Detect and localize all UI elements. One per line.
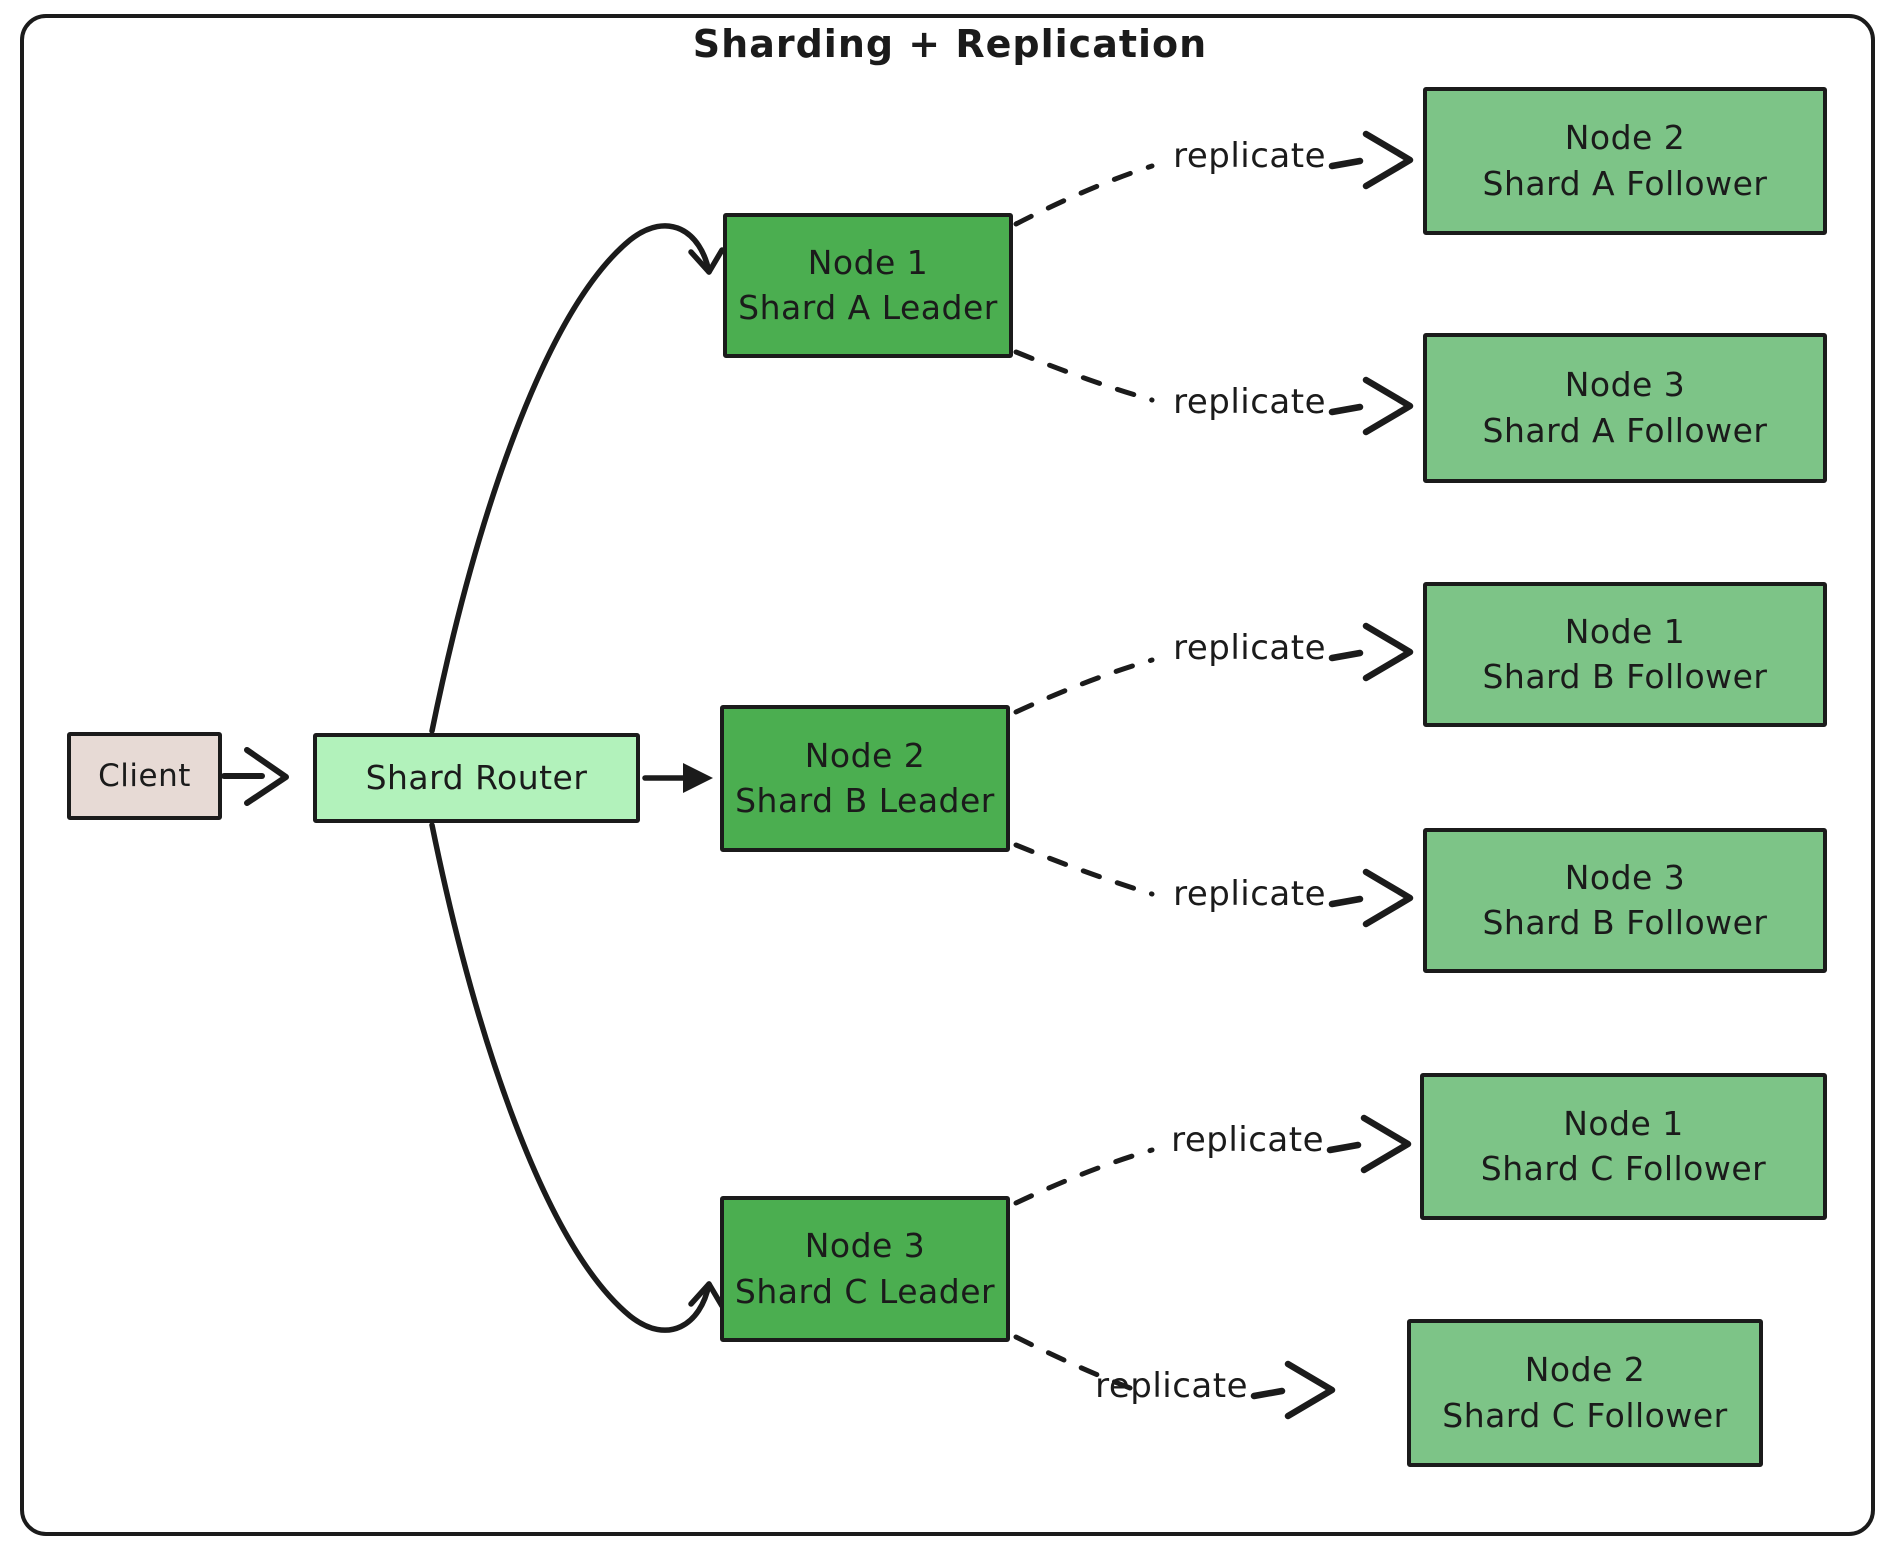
replicate-label: replicate bbox=[1173, 874, 1326, 914]
replicate-dashed-links bbox=[1013, 163, 1155, 1391]
chevron-arrow-icon bbox=[1328, 868, 1414, 928]
node-line2: Shard A Follower bbox=[1482, 410, 1768, 450]
leader-node-shard-a: Node 1 Shard A Leader bbox=[723, 213, 1013, 358]
replicate-label: replicate bbox=[1173, 136, 1326, 176]
node-line1: Node 1 bbox=[807, 242, 929, 282]
follower-node-shard-c-1: Node 1 Shard C Follower bbox=[1420, 1073, 1827, 1220]
chevron-arrow-icon bbox=[1328, 130, 1414, 190]
node-line2: Shard A Leader bbox=[738, 288, 998, 327]
leader-node-shard-c: Node 3 Shard C Leader bbox=[720, 1196, 1010, 1342]
node-line1: Node 1 bbox=[1563, 1103, 1684, 1143]
replicate-label: replicate bbox=[1171, 1120, 1324, 1160]
node-label: Client bbox=[98, 757, 191, 794]
dashed-link-a2 bbox=[1013, 349, 1155, 403]
node-line1: Node 3 bbox=[1564, 365, 1686, 405]
follower-node-shard-c-2: Node 2 Shard C Follower bbox=[1407, 1319, 1763, 1467]
node-line1: Node 2 bbox=[1524, 1350, 1646, 1390]
node-line2: Shard B Follower bbox=[1482, 657, 1768, 696]
shard-router-node: Shard Router bbox=[313, 733, 640, 823]
arrow-router-to-leader-b bbox=[642, 763, 713, 793]
node-line1: Node 1 bbox=[1564, 611, 1686, 651]
node-line2: Shard C Follower bbox=[1480, 1149, 1767, 1188]
follower-node-shard-a-1: Node 2 Shard A Follower bbox=[1423, 87, 1827, 235]
node-line1: Node 3 bbox=[1564, 857, 1686, 897]
dashed-link-c1 bbox=[1013, 1147, 1155, 1206]
dashed-link-b2 bbox=[1013, 842, 1155, 897]
chevron-arrow-icon bbox=[1328, 376, 1414, 436]
replicate-label: replicate bbox=[1173, 628, 1326, 668]
node-line1: Node 2 bbox=[1564, 118, 1686, 158]
node-line2: Shard C Leader bbox=[734, 1271, 996, 1311]
chevron-arrow-icon bbox=[1326, 1114, 1412, 1174]
dashed-link-a1 bbox=[1013, 163, 1155, 227]
follower-node-shard-b-2: Node 3 Shard B Follower bbox=[1423, 828, 1827, 973]
client-node: Client bbox=[67, 732, 222, 820]
node-line2: Shard B Leader bbox=[735, 781, 995, 820]
node-line1: Node 3 bbox=[804, 1226, 926, 1266]
arrow-router-to-leader-a bbox=[429, 223, 725, 734]
replicate-label: replicate bbox=[1173, 382, 1326, 422]
chevron-arrow-icon bbox=[1328, 622, 1414, 682]
node-line2: Shard C Follower bbox=[1442, 1395, 1728, 1435]
diagram-title: Sharding + Replication bbox=[692, 22, 1208, 66]
replicate-label: replicate bbox=[1095, 1366, 1248, 1406]
follower-node-shard-a-2: Node 3 Shard A Follower bbox=[1423, 333, 1827, 483]
node-line1: Node 2 bbox=[804, 735, 926, 775]
replicate-arrowheads bbox=[1250, 130, 1414, 1420]
leader-node-shard-b: Node 2 Shard B Leader bbox=[720, 705, 1010, 852]
node-label: Shard Router bbox=[365, 757, 588, 797]
dashed-link-b1 bbox=[1013, 657, 1155, 715]
arrow-router-to-leader-c bbox=[429, 822, 725, 1333]
dashed-link-c2 bbox=[1013, 1334, 1133, 1391]
follower-node-shard-b-1: Node 1 Shard B Follower bbox=[1423, 582, 1827, 727]
chevron-arrow-icon bbox=[1250, 1360, 1336, 1420]
node-line2: Shard A Follower bbox=[1482, 163, 1768, 203]
diagram-border bbox=[20, 14, 1875, 1536]
node-line2: Shard B Follower bbox=[1482, 903, 1768, 942]
arrow-client-to-router bbox=[221, 747, 289, 806]
